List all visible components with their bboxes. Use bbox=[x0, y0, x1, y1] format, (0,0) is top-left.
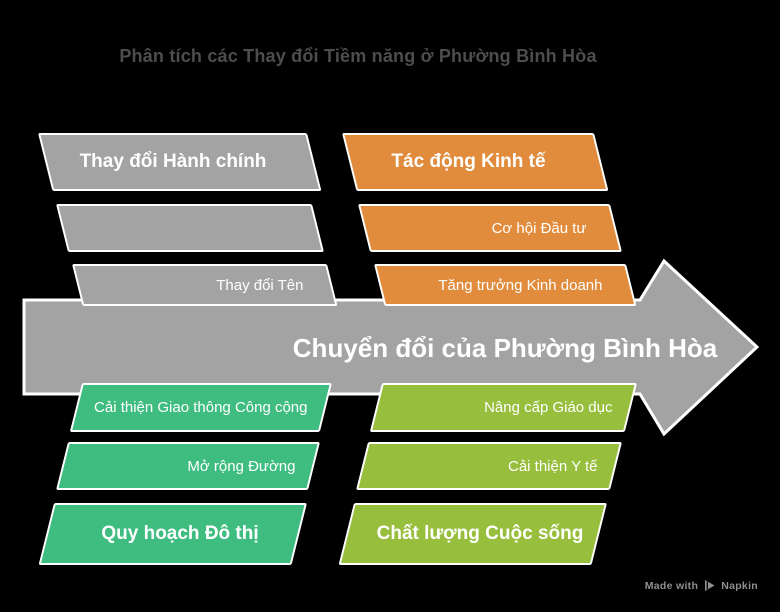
bar-label: Tăng trưởng Kinh doanh bbox=[438, 276, 603, 294]
bar-label bbox=[58, 206, 310, 250]
bar-label: Cải thiện Y tế bbox=[507, 457, 598, 475]
bar-label: Quy hoạch Đô thị bbox=[101, 523, 259, 544]
bar-label: Nâng cấp Giáo dục bbox=[484, 399, 613, 416]
bar-name-change: Thay đổi Tên bbox=[72, 264, 338, 306]
bar-label: Thay đổi Tên bbox=[216, 276, 304, 294]
napkin-logo-icon bbox=[703, 579, 716, 592]
bar-label: Thay đổi Hành chính bbox=[79, 151, 267, 172]
bar-administrative-empty bbox=[56, 204, 324, 252]
diagram-title: Phân tích các Thay đổi Tiềm năng ở Phườn… bbox=[119, 46, 597, 66]
watermark: Made with Napkin bbox=[645, 579, 758, 592]
bar-label: Cơ hội Đầu tư bbox=[491, 219, 587, 237]
bar-public-transport-improvement: Cải thiện Giao thông Công cộng bbox=[69, 383, 332, 432]
bar-investment-opportunity: Cơ hội Đầu tư bbox=[358, 204, 622, 252]
bar-label: Chất lượng Cuộc sống bbox=[376, 523, 584, 544]
bar-quality-of-life: Chất lượng Cuộc sống bbox=[338, 503, 607, 565]
arrow-title: Chuyển đổi của Phường Bình Hòa bbox=[292, 332, 718, 363]
bar-road-expansion: Mở rộng Đường bbox=[56, 442, 320, 490]
watermark-brand: Napkin bbox=[721, 579, 758, 592]
bar-economic-impact: Tác động Kinh tế bbox=[342, 133, 609, 191]
watermark-made-with: Made with bbox=[644, 579, 699, 592]
bar-business-growth: Tăng trưởng Kinh doanh bbox=[374, 264, 637, 306]
bar-urban-planning: Quy hoạch Đô thị bbox=[38, 503, 308, 565]
bar-healthcare-improvement: Cải thiện Y tế bbox=[356, 442, 622, 490]
bar-label: Tác động Kinh tế bbox=[391, 151, 546, 172]
bar-administrative-changes: Thay đổi Hành chính bbox=[38, 133, 322, 191]
bar-education-upgrade: Nâng cấp Giáo dục bbox=[369, 383, 637, 432]
bar-label: Cải thiện Giao thông Công cộng bbox=[94, 399, 308, 416]
bar-label: Mở rộng Đường bbox=[187, 457, 296, 475]
